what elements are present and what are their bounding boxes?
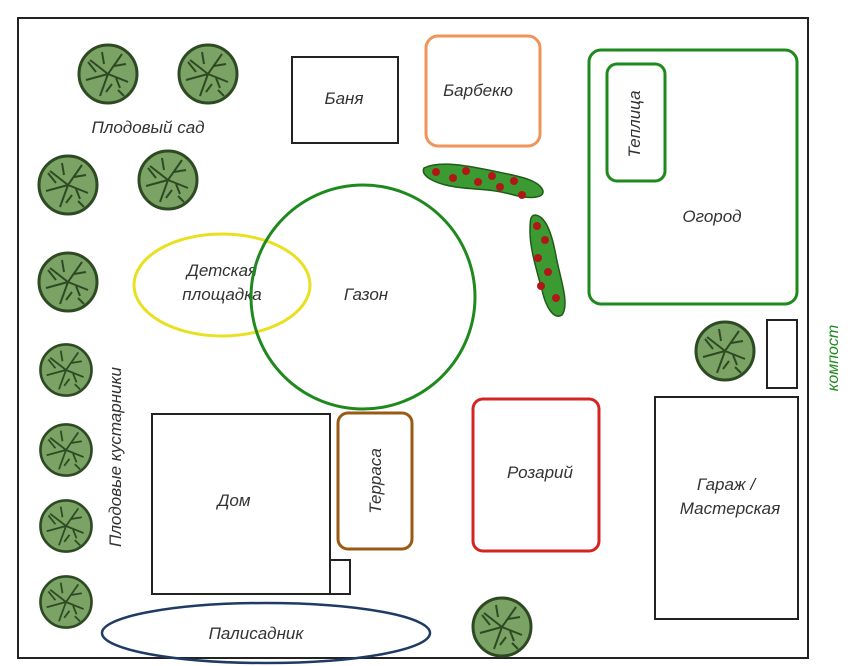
- barbecue-label: Барбекю: [443, 81, 513, 100]
- greenhouse: [605, 62, 667, 183]
- tree-icon: [77, 43, 139, 105]
- tree-icon: [39, 575, 93, 629]
- lawn-label: Газон: [344, 285, 389, 304]
- house-label: Дом: [215, 491, 250, 510]
- greenhouse-label: Теплица: [625, 90, 644, 157]
- compost-bin: [766, 319, 798, 389]
- fruit-shrubs-label: Плодовые кустарники: [106, 366, 125, 547]
- garage-workshop: [654, 396, 799, 620]
- tree-icon: [694, 320, 756, 382]
- orchard-label: Плодовый сад: [91, 118, 204, 137]
- bathhouse: [291, 56, 399, 144]
- barbecue-area: [424, 34, 542, 148]
- tree-icon: [137, 149, 199, 211]
- front-garden-label: Палисадник: [209, 624, 305, 643]
- tree-icon: [177, 43, 239, 105]
- vegetable-garden-label: Огород: [682, 207, 741, 226]
- tree-icon: [37, 251, 99, 313]
- berry-shrub-icon: [529, 214, 566, 317]
- terrace-label: Терраса: [366, 448, 385, 514]
- berry-shrub-icon: [422, 163, 544, 199]
- garage-label-line1: Гараж /: [697, 475, 757, 494]
- house: [151, 413, 331, 595]
- rose-garden: [471, 397, 601, 553]
- compost-label: компост: [825, 325, 842, 391]
- tree-icon: [39, 343, 93, 397]
- terrace: [336, 411, 414, 551]
- playground-label-line2: площадка: [182, 285, 261, 304]
- playground-label-line1: Детская: [185, 261, 257, 280]
- lawn: [249, 183, 477, 411]
- vegetable-garden: [587, 48, 799, 306]
- rose-garden-label: Розарий: [507, 463, 573, 482]
- house-porch: [329, 559, 351, 595]
- tree-icon: [37, 154, 99, 216]
- bathhouse-label: Баня: [325, 89, 364, 108]
- tree-icon: [39, 423, 93, 477]
- garage-label-line2: Мастерская: [680, 499, 780, 518]
- tree-icon: [39, 499, 93, 553]
- playground: [132, 232, 312, 338]
- site-boundary: [17, 17, 809, 659]
- tree-icon: [471, 596, 533, 658]
- front-garden: [100, 601, 432, 665]
